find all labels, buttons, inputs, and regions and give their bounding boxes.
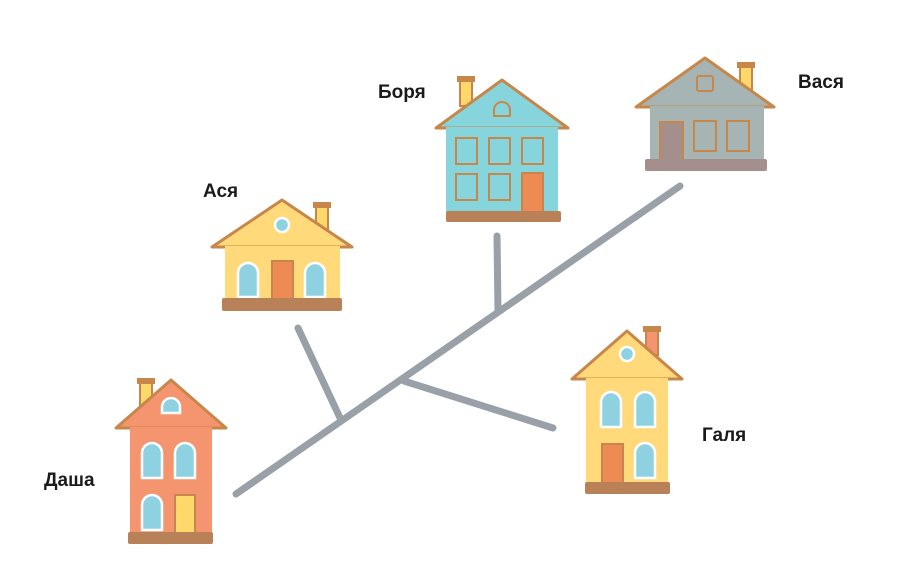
house-galya [570,326,684,494]
house-base [645,159,767,171]
road-network [232,182,684,498]
door [271,260,294,302]
house-asya [210,198,354,311]
house-base [128,532,213,544]
label-galya: Галя [702,425,747,446]
door [601,443,624,485]
house-dasha [114,378,228,544]
house-base [222,298,342,311]
label-asya: Ася [203,181,239,202]
house-base [585,482,670,494]
door [174,494,196,536]
house-borya [434,76,570,222]
main-road [232,182,684,498]
label-dasha: Даша [44,470,95,491]
label-borya: Боря [378,82,426,103]
label-vasya: Вася [798,72,844,93]
house-base [446,211,561,222]
house-vasya [634,56,776,171]
road-to-borya [493,232,502,316]
road-to-galya [400,377,557,432]
door [521,172,544,216]
road-to-asya [294,324,345,424]
